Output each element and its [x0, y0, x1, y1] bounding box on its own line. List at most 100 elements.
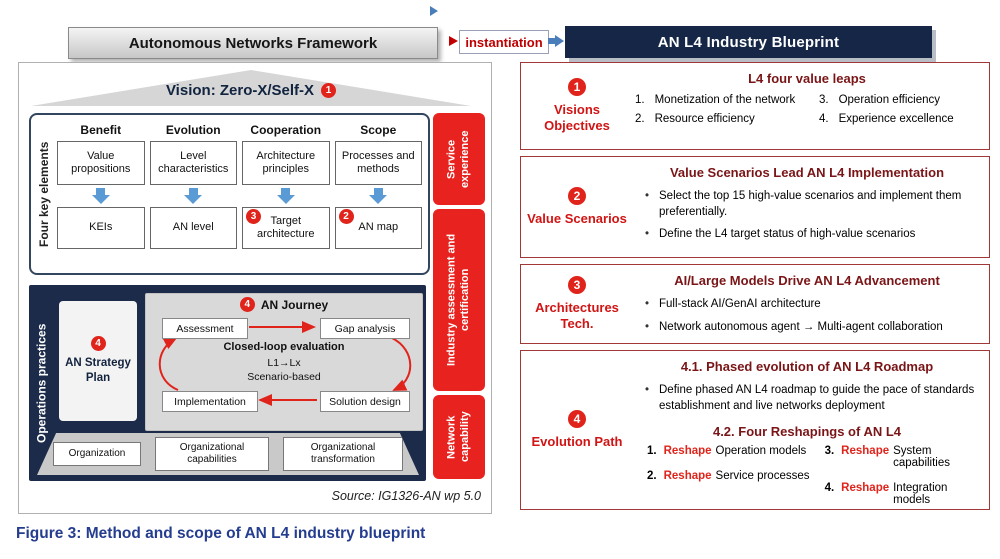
column-header: Evolution — [165, 123, 221, 137]
item-text: Monetization of the network — [654, 94, 796, 106]
section-visions-objectives: 1 Visions Objectives L4 four value leaps… — [520, 62, 990, 150]
bullet-icon: • — [645, 384, 650, 396]
red-arrow-icon — [449, 36, 458, 46]
section-content: AI/Large Models Drive AN L4 Advancement … — [633, 265, 989, 343]
step-badge: 3 — [246, 209, 261, 224]
bullet-icon: • — [645, 298, 650, 310]
reshapings-grid: 1. Reshape Operation models 2. Reshape S… — [635, 445, 979, 506]
vision-title-row: Vision: Zero-X/Self-X 1 — [19, 82, 483, 99]
levels-label: L1→Lx — [267, 357, 301, 369]
output-label: Target architecture — [257, 214, 315, 240]
column-header: Benefit — [80, 123, 122, 137]
framework-header: Autonomous Networks Framework — [68, 27, 438, 59]
four-key-elements-label: Four key elements — [37, 141, 51, 247]
reshape-item: 2. Reshape Service processes — [647, 470, 825, 482]
bullet-item: • Define phased AN L4 roadmap to guide t… — [645, 383, 979, 414]
bullet-text: Define the L4 target status of high-valu… — [659, 228, 916, 241]
output-box: 2 AN map — [334, 207, 422, 249]
vision-title: Vision: Zero-X/Self-X — [165, 82, 315, 99]
value-leaps-grid: 1. Monetization of the network 2. Resour… — [635, 94, 979, 125]
output-box: AN level — [149, 207, 237, 249]
section-content: Value Scenarios Lead AN L4 Implementatio… — [633, 157, 989, 257]
reshape-keyword: Reshape — [841, 445, 890, 458]
organizational-transformation-box: Organizational transformation — [283, 437, 403, 471]
key-column-evolution: Evolution Level characteristics AN level — [149, 122, 237, 266]
bullet-list: • Define phased AN L4 roadmap to guide t… — [635, 383, 979, 414]
section-value-scenarios: 2 Value Scenarios Value Scenarios Lead A… — [520, 156, 990, 258]
list-item: 3. Operation efficiency — [819, 94, 979, 106]
bullet-item: • Define the L4 target status of high-va… — [645, 227, 979, 243]
section-title: AI/Large Models Drive AN L4 Advancement — [674, 273, 940, 288]
item-number: 4. — [819, 113, 829, 125]
vision-badge: 1 — [321, 83, 337, 98]
assessment-box: Assessment — [162, 318, 248, 339]
section-left-column: 3 Architectures Tech. — [521, 265, 633, 343]
output-label: AN map — [358, 221, 399, 234]
section-title: Value Scenarios Lead AN L4 Implementatio… — [669, 165, 945, 180]
bullet-icon: • — [645, 228, 650, 241]
blueprint-header-label: AN L4 Industry Blueprint — [657, 33, 840, 51]
item-number: 1. — [635, 94, 645, 106]
strategy-label: AN Strategy Plan — [65, 357, 131, 384]
reshapings-right: 3. Reshape System capabilities 4. Reshap… — [825, 445, 979, 506]
section-content: L4 four value leaps 1. Monetization of t… — [633, 63, 989, 149]
instantiation-label-box: instantiation — [459, 30, 549, 54]
down-arrow-icon — [91, 188, 110, 205]
bullet-item: • Network autonomous agent → Multi-agent… — [645, 320, 979, 336]
section-left-column: 4 Evolution Path — [521, 351, 633, 509]
item-number: 3. — [819, 94, 829, 106]
section-label: Value Scenarios — [527, 210, 627, 226]
reshape-item: 1. Reshape Operation models — [647, 445, 825, 457]
bullet-text: Define phased AN L4 roadmap to guide the… — [659, 384, 975, 412]
section-title-4-1: 4.1. Phased evolution of AN L4 Roadmap — [680, 359, 934, 374]
strategy-badge: 4 — [90, 336, 106, 352]
organization-trapezoid: Organization Organizational capabilities… — [37, 433, 419, 475]
reshape-keyword: Reshape — [663, 445, 712, 458]
section-left-column: 1 Visions Objectives — [521, 63, 633, 149]
section-label: Evolution Path — [531, 433, 623, 449]
section-label: Visions Objectives — [544, 101, 610, 133]
operations-practices-box: Operations practices 4 AN Strategy Plan — [29, 285, 426, 481]
down-arrow-icon — [276, 188, 295, 205]
item-number: 2. — [647, 470, 657, 483]
implementation-box: Implementation — [162, 391, 258, 412]
instantiation-label: instantiation — [465, 34, 543, 50]
element-box: Level characteristics — [149, 141, 237, 185]
decorative-arrow-icon — [430, 6, 438, 16]
item-text: Operation models — [715, 445, 807, 458]
column-header: Scope — [360, 123, 397, 137]
closed-loop-label: Closed-loop evaluation — [223, 341, 345, 353]
output-box: KEIs — [57, 207, 145, 249]
item-text: Resource efficiency — [654, 113, 755, 125]
journey-badge: 4 — [239, 297, 255, 312]
down-arrow-icon — [184, 188, 203, 205]
element-box: Processes and methods — [334, 141, 422, 185]
section-left-column: 2 Value Scenarios — [521, 157, 633, 257]
reshape-item: 4. Reshape Integration models — [825, 482, 979, 506]
step-badge: 2 — [338, 209, 354, 224]
bullet-text: Select the top 15 high-value scenarios a… — [659, 190, 962, 218]
bullet-item: • Select the top 15 high-value scenarios… — [645, 189, 979, 220]
reshape-keyword: Reshape — [663, 470, 712, 483]
section-label: Architectures Tech. — [535, 299, 619, 331]
bullet-icon: • — [645, 190, 650, 202]
item-number: 4. — [824, 482, 835, 495]
figure-caption: Figure 3: Method and scope of AN L4 indu… — [16, 525, 426, 542]
bullet-text: Network autonomous agent → Multi-agent c… — [659, 320, 943, 333]
list-item: 1. Monetization of the network — [635, 94, 819, 106]
column-header: Cooperation — [250, 123, 322, 137]
sidebar-industry-assessment: Industry assessment and certification — [433, 209, 485, 391]
item-text: Integration models — [893, 482, 948, 507]
output-box: 3 Target architecture — [242, 207, 330, 249]
section-content: 4.1. Phased evolution of AN L4 Roadmap •… — [633, 351, 989, 509]
item-number: 1. — [647, 445, 657, 458]
organization-box: Organization — [53, 442, 141, 466]
key-column-scope: Scope Processes and methods 2 AN map — [334, 122, 422, 266]
item-text: Operation efficiency — [838, 94, 941, 106]
scenario-label: Scenario-based — [247, 371, 321, 383]
element-box: Architecture principles — [242, 141, 330, 185]
section-badge: 1 — [568, 77, 586, 96]
item-text: Service processes — [715, 470, 810, 483]
bullet-text: Full-stack AI/GenAI architecture — [659, 298, 821, 310]
